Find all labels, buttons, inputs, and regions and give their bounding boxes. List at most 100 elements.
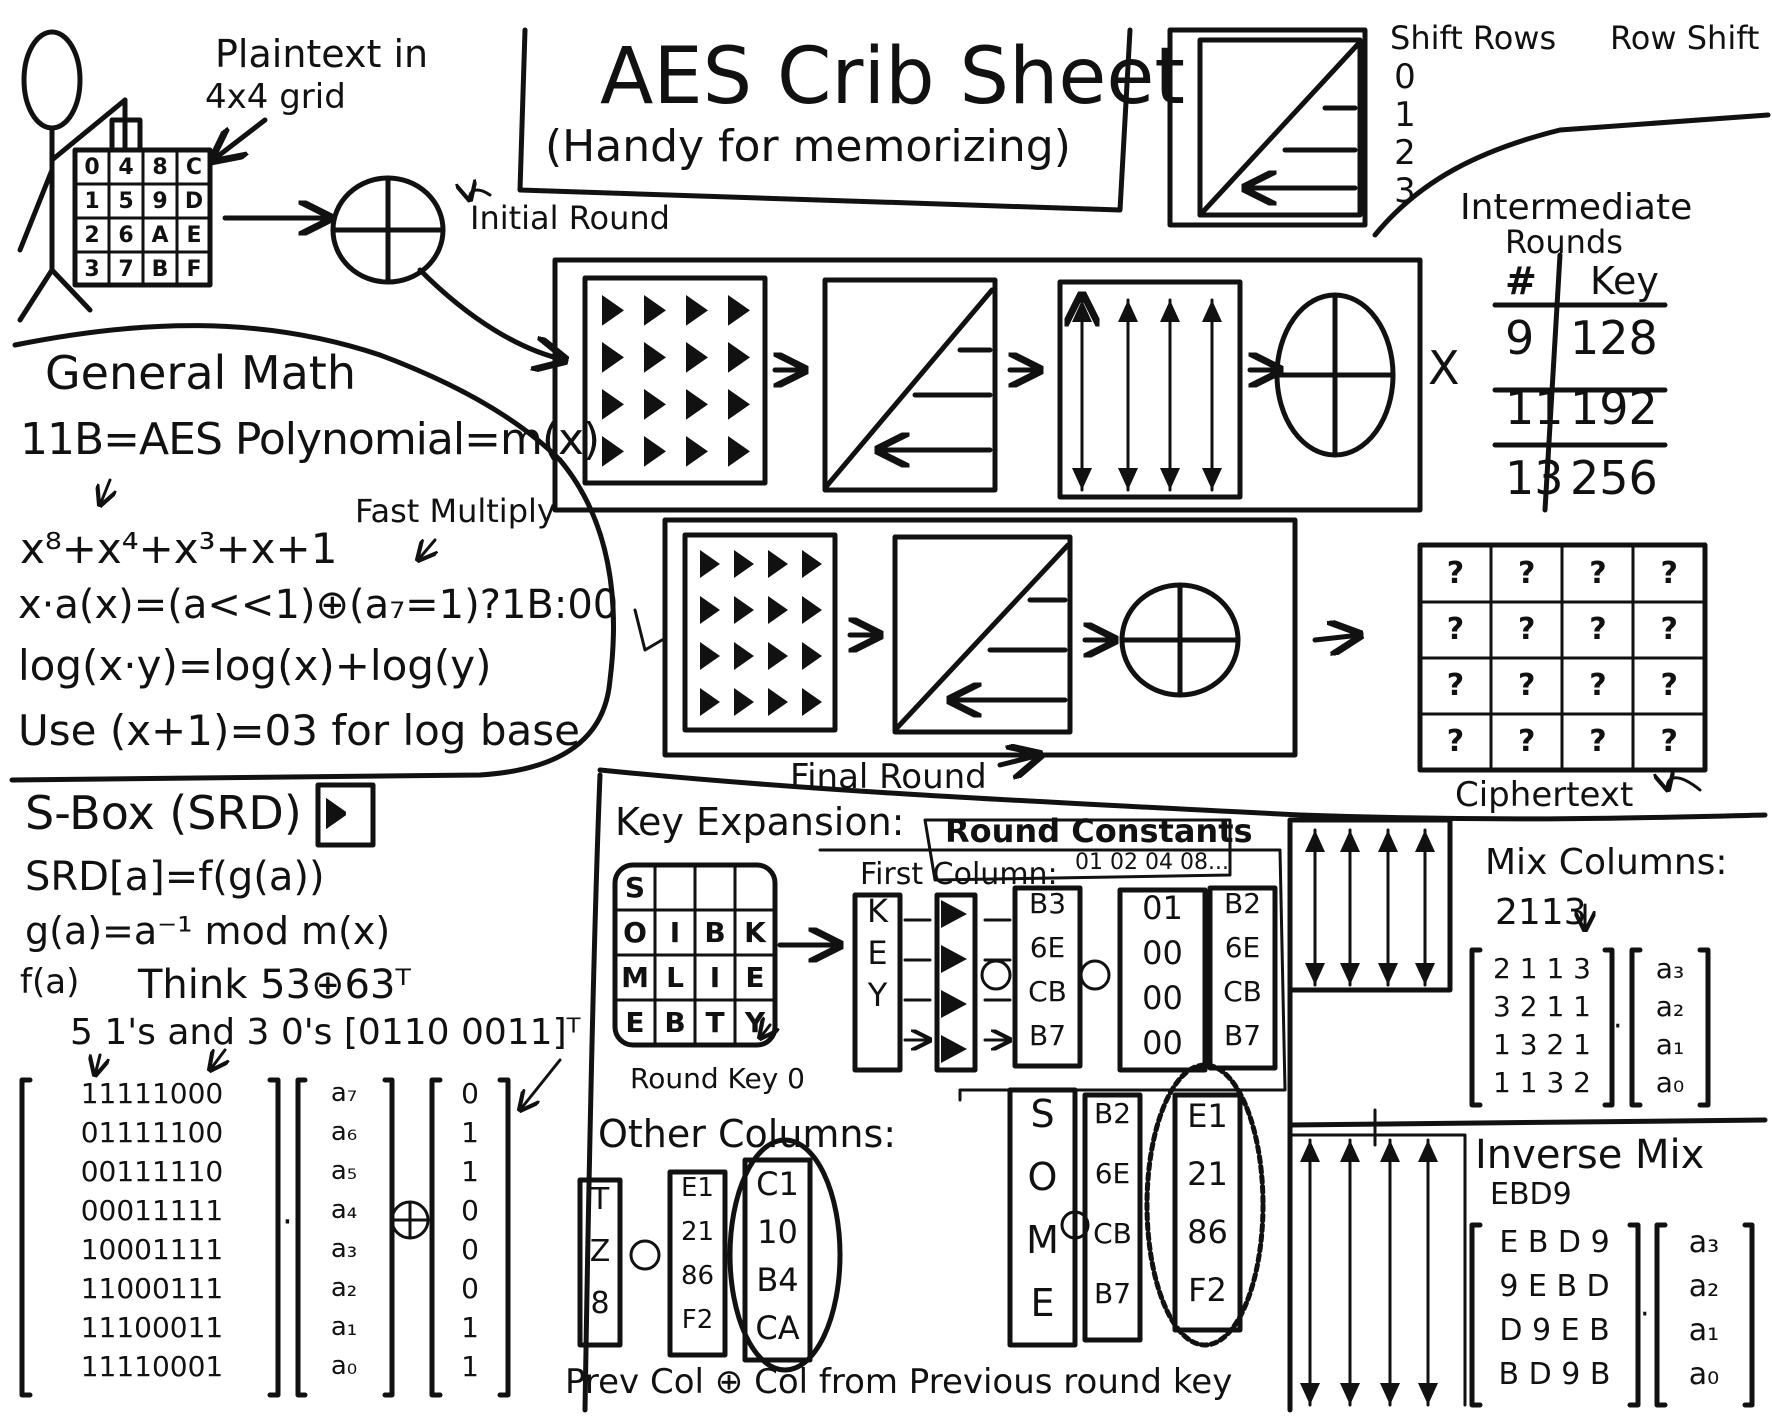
arrow-head-up xyxy=(1160,300,1180,322)
round-constants-label: Round Constants xyxy=(945,815,1253,847)
prev-byte: 8 xyxy=(580,1289,620,1319)
subbytes-triangle xyxy=(941,990,967,1018)
arrow-head-down xyxy=(1380,1383,1400,1405)
round-key-grid: SOIBKMLIEEBTY xyxy=(615,865,775,1045)
sbox-matrix-row: 11000111 xyxy=(32,1275,272,1303)
subbytes-triangle xyxy=(686,342,708,373)
rcon-byte: 00 xyxy=(1120,982,1205,1014)
inverse-vector-entry: a₂ xyxy=(1665,1272,1743,1302)
some-rhs-byte: B7 xyxy=(1085,1280,1140,1308)
arrow-head-up xyxy=(1202,300,1222,322)
subbytes-triangle xyxy=(941,945,967,973)
grid-cell: 2 xyxy=(75,218,109,252)
other-rhs-byte: F2 xyxy=(670,1307,725,1333)
grid-cell xyxy=(655,865,695,910)
subbytes-triangle xyxy=(728,389,750,420)
grid-cell: 8 xyxy=(143,150,177,184)
mix-vector-entry: a₂ xyxy=(1640,993,1700,1021)
intermediate-label-2: Rounds xyxy=(1505,226,1623,258)
subbytes-triangle xyxy=(768,596,788,624)
sbox-constant-bit: 0 xyxy=(440,1275,500,1303)
grid-cell: F xyxy=(177,252,211,286)
ciphertext-cell: ? xyxy=(1491,658,1562,714)
shift-rows-label: Shift Rows xyxy=(1390,22,1556,54)
sbox-heading: S-Box (SRD) xyxy=(25,790,302,836)
arrow-head-up xyxy=(1340,1140,1360,1162)
page-subtitle: (Handy for memorizing) xyxy=(545,125,1071,169)
ciphertext-cell: ? xyxy=(1563,658,1634,714)
other-result-byte: B4 xyxy=(745,1264,810,1296)
mix-matrix-row: 2 1 1 3 xyxy=(1482,955,1602,983)
shift-amount: 0 xyxy=(1385,60,1425,94)
subbytes-triangle xyxy=(734,596,754,624)
prev-byte: Z xyxy=(580,1237,620,1267)
sbox-constant-bit: 0 xyxy=(440,1197,500,1225)
initial-to-rounds-arrow xyxy=(420,270,565,360)
arrow-head-up xyxy=(1118,300,1138,322)
sbox-matrix-row: 10001111 xyxy=(32,1236,272,1264)
subbytes-triangle xyxy=(602,389,624,420)
subbytes-triangle xyxy=(734,688,754,716)
inverse-vector-entry: a₃ xyxy=(1665,1228,1743,1258)
sbox-definition: SRD[a]=f(g(a)) xyxy=(25,857,325,897)
subbytes-triangle xyxy=(700,596,720,624)
arrow-head-up xyxy=(1415,830,1435,852)
sbox-vector-entry: a₅ xyxy=(305,1158,383,1184)
divider-inverse-top xyxy=(1290,1120,1765,1125)
subbytes-triangle xyxy=(734,642,754,670)
grid-cell: E xyxy=(177,218,211,252)
shift-amount: 2 xyxy=(1385,136,1425,170)
other-result-byte: CA xyxy=(745,1312,810,1344)
sub-byte: CB xyxy=(1015,978,1080,1006)
rounds-count: 13 xyxy=(1505,455,1564,501)
other-columns-label: Other Columns: xyxy=(598,1115,896,1153)
grid-cell: S xyxy=(615,865,655,910)
arrow-head-down xyxy=(1340,1383,1360,1405)
key-expansion-footer: Prev Col ⊕ Col from Previous round key xyxy=(565,1365,1232,1399)
sub-byte: 6E xyxy=(1015,934,1080,962)
grid-cell: 5 xyxy=(109,184,143,218)
plaintext-pointer-arrow xyxy=(213,120,265,160)
key-byte: E xyxy=(855,937,900,969)
some-byte: O xyxy=(1010,1158,1075,1196)
some-byte: S xyxy=(1010,1095,1075,1133)
ciphertext-cell: ? xyxy=(1563,601,1634,657)
inverse-matrix-row: B D 9 B xyxy=(1482,1360,1627,1390)
grid-cell: A xyxy=(143,218,177,252)
sbox-constant-bit: 1 xyxy=(440,1158,500,1186)
key-byte: K xyxy=(855,895,900,927)
subbytes-triangle xyxy=(802,550,822,578)
some-byte: E xyxy=(1010,1284,1075,1322)
initial-round-label: Initial Round xyxy=(470,202,670,234)
sbox-vector-entry: a₀ xyxy=(305,1353,383,1379)
rcon-byte: 00 xyxy=(1120,1027,1205,1059)
subbytes-triangle xyxy=(700,688,720,716)
mix-vector-entry: a₁ xyxy=(1640,1031,1700,1059)
inverse-mix-icon xyxy=(1290,1135,1465,1405)
ciphertext-grid: ???????????????? xyxy=(1420,545,1705,770)
sbox-matrix-row: 11111000 xyxy=(32,1080,272,1108)
grid-cell: B xyxy=(695,910,735,955)
plaintext-grid: 048C159D26AE37BF xyxy=(75,150,211,286)
grid-cell: Y xyxy=(735,1000,775,1045)
rounds-table-header-num: # xyxy=(1505,262,1537,300)
sbox-affine-label: f(a) xyxy=(20,965,79,999)
sbox-vector-entry: a₆ xyxy=(305,1119,383,1145)
mix-vector-entry: a₀ xyxy=(1640,1069,1700,1097)
grid-cell: 7 xyxy=(109,252,143,286)
arrow-head-up xyxy=(1378,830,1398,852)
subbytes-triangle xyxy=(644,295,666,326)
sbox-matrix-row: 00111110 xyxy=(32,1158,272,1186)
grid-cell: I xyxy=(655,910,695,955)
sbox-vector-entry: a₂ xyxy=(305,1275,383,1301)
result-byte: CB xyxy=(1210,978,1275,1006)
inverse-mix-heading: Inverse Mix xyxy=(1475,1135,1704,1175)
rounds-table-header-key: Key xyxy=(1590,262,1659,300)
subbytes-triangle xyxy=(644,342,666,373)
grid-cell: D xyxy=(177,184,211,218)
some-byte: M xyxy=(1010,1221,1075,1259)
grid-cell: 0 xyxy=(75,150,109,184)
arrow-head-down xyxy=(1072,468,1092,490)
sub-byte: B7 xyxy=(1015,1022,1080,1050)
grid-cell: 6 xyxy=(109,218,143,252)
